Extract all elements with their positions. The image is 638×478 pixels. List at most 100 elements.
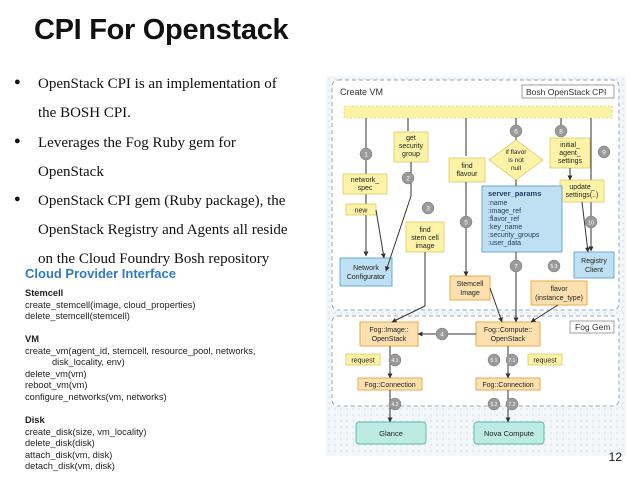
bullet-text: OpenStack <box>38 164 104 180</box>
step-7-marker <box>509 259 523 273</box>
cpi-method: disk_locality, env) <box>52 357 125 367</box>
bullet-marker: ● <box>14 193 21 205</box>
cpi-title: Cloud Provider Interface <box>25 266 176 281</box>
find-stemcell-box <box>405 221 445 253</box>
fog-image-label: Fog::Image:: <box>369 327 408 334</box>
request-right-box <box>527 353 563 366</box>
find-stemcell-label: find <box>419 227 430 234</box>
stemcell-image-label: Stemcell <box>457 281 484 288</box>
bullet-marker: ● <box>14 76 21 88</box>
request-left-box <box>345 353 381 366</box>
network-spec-label: spec <box>358 185 373 192</box>
step-4-2-marker <box>388 397 402 411</box>
stemcell-image-label: Image <box>460 290 480 297</box>
step-number: 7.1 <box>509 358 516 364</box>
cpi-method: detach_disk(vm, disk) <box>25 461 115 471</box>
bullet-text: Leverages the Fog Ruby gem for <box>38 135 236 151</box>
step-10-marker <box>584 215 598 229</box>
server-param: :flavor_ref <box>488 216 519 223</box>
step-4-marker <box>435 327 449 341</box>
network-configurator-label: Configurator <box>347 274 386 281</box>
fog-compute-label: Fog::Compute:: <box>484 327 532 334</box>
cpi-method: reboot_vm(vm) <box>25 380 88 390</box>
step-number: 3 <box>426 206 430 213</box>
server-param: :key_name <box>488 224 522 231</box>
step-number: 5.2 <box>491 402 498 408</box>
cpi-method: delete_disk(disk) <box>25 438 95 448</box>
step-4-1-marker <box>388 353 402 367</box>
network-spec-label: network_ <box>351 177 380 184</box>
bullet-text: the BOSH CPI. <box>38 105 131 121</box>
cpi-flow-diagram: Create VM Bosh OpenStack CPI Fog Gem <box>326 76 626 456</box>
network-configurator-box <box>339 257 393 287</box>
fog-image-box <box>359 321 419 347</box>
find-flavour-label: find <box>461 163 472 170</box>
update-settings-label: update_ <box>569 184 594 191</box>
new-box <box>345 203 377 216</box>
get-security-group-box <box>393 131 429 163</box>
bullet-text: OpenStack CPI is an implementation of <box>38 76 277 92</box>
flavor-box <box>530 280 588 306</box>
step-5-2-marker <box>487 397 501 411</box>
step-1-marker <box>359 147 373 161</box>
step-number: 4 <box>440 332 444 339</box>
server-param: :user_data <box>488 240 521 247</box>
step-number: 8 <box>559 129 563 136</box>
network-configurator-label: Network <box>353 265 379 272</box>
step-3-marker <box>421 201 435 215</box>
cpi-heading: Disk <box>25 415 45 425</box>
bullet-text: on the Cloud Foundry Bosh repository <box>38 251 270 267</box>
find-stemcell-label: image <box>415 243 434 250</box>
request-right-label: request <box>533 358 556 365</box>
server-param: :security_groups <box>488 232 540 239</box>
if-flavor-label: if flavor <box>506 149 528 156</box>
cpi-heading: VM <box>25 334 39 344</box>
step-number: 7 <box>514 264 518 271</box>
step-number: 6 <box>514 129 518 136</box>
bullet-marker: ● <box>14 135 21 147</box>
get-security-group-label: get <box>406 135 416 142</box>
fog-image-label: OpenStack <box>372 336 407 343</box>
server-params-title: server_params <box>488 189 541 198</box>
step-number: 7.2 <box>509 402 516 408</box>
registry-client-label: Client <box>585 267 603 274</box>
fog-gem-label-box <box>569 320 615 334</box>
cpi-method: create_vm(agent_id, stemcell, resource_p… <box>25 346 256 356</box>
step-8-marker <box>554 124 568 138</box>
bosh-cpi-label: Bosh OpenStack CPI <box>526 87 606 97</box>
get-security-group-label: group <box>402 151 420 158</box>
step-9-marker <box>597 145 611 159</box>
network-spec-box <box>342 173 388 195</box>
initial-agent-label: initial_ <box>560 142 580 149</box>
create-vm-label: Create VM <box>340 87 383 97</box>
fog-gem-label: Fog Gem <box>575 322 610 332</box>
initial-agent-label: settings <box>558 158 583 165</box>
registry-client-box <box>573 251 615 279</box>
step-number: 5.3 <box>551 264 558 270</box>
cpi-method: create_stemcell(image, cloud_properties) <box>25 300 196 310</box>
get-security-group-label: security <box>399 143 424 150</box>
step-number: 2 <box>406 176 410 183</box>
flavor-label: flavor <box>550 286 568 293</box>
request-left-label: request <box>351 358 374 365</box>
step-5-3-marker <box>547 259 561 273</box>
stemcell-image-box <box>449 275 491 301</box>
initial-agent-label: agent_ <box>559 150 581 157</box>
cpi-method: delete_stemcell(stemcell) <box>25 311 130 321</box>
server-params-box <box>481 185 563 253</box>
nova-compute-label: Nova Compute <box>484 429 534 438</box>
step-number: 5.1 <box>491 358 498 364</box>
step-7-1-marker <box>505 353 519 367</box>
update-settings-label: settings(..) <box>566 192 599 199</box>
bullet-text: OpenStack CPI gem (Ruby package), the <box>38 193 286 209</box>
bosh-cpi-label-box <box>521 84 615 99</box>
cpi-heading: Stemcell <box>25 288 64 298</box>
slide-title: CPI For Openstack <box>34 14 289 46</box>
step-number: 9 <box>602 150 606 157</box>
step-number: 4.2 <box>392 402 399 408</box>
step-7-2-marker <box>505 397 519 411</box>
step-6-marker <box>509 124 523 138</box>
step-number: 4.1 <box>392 358 399 364</box>
cpi-method: configure_networks(vm, networks) <box>25 392 167 402</box>
find-stemcell-label: stem cell <box>411 235 439 242</box>
